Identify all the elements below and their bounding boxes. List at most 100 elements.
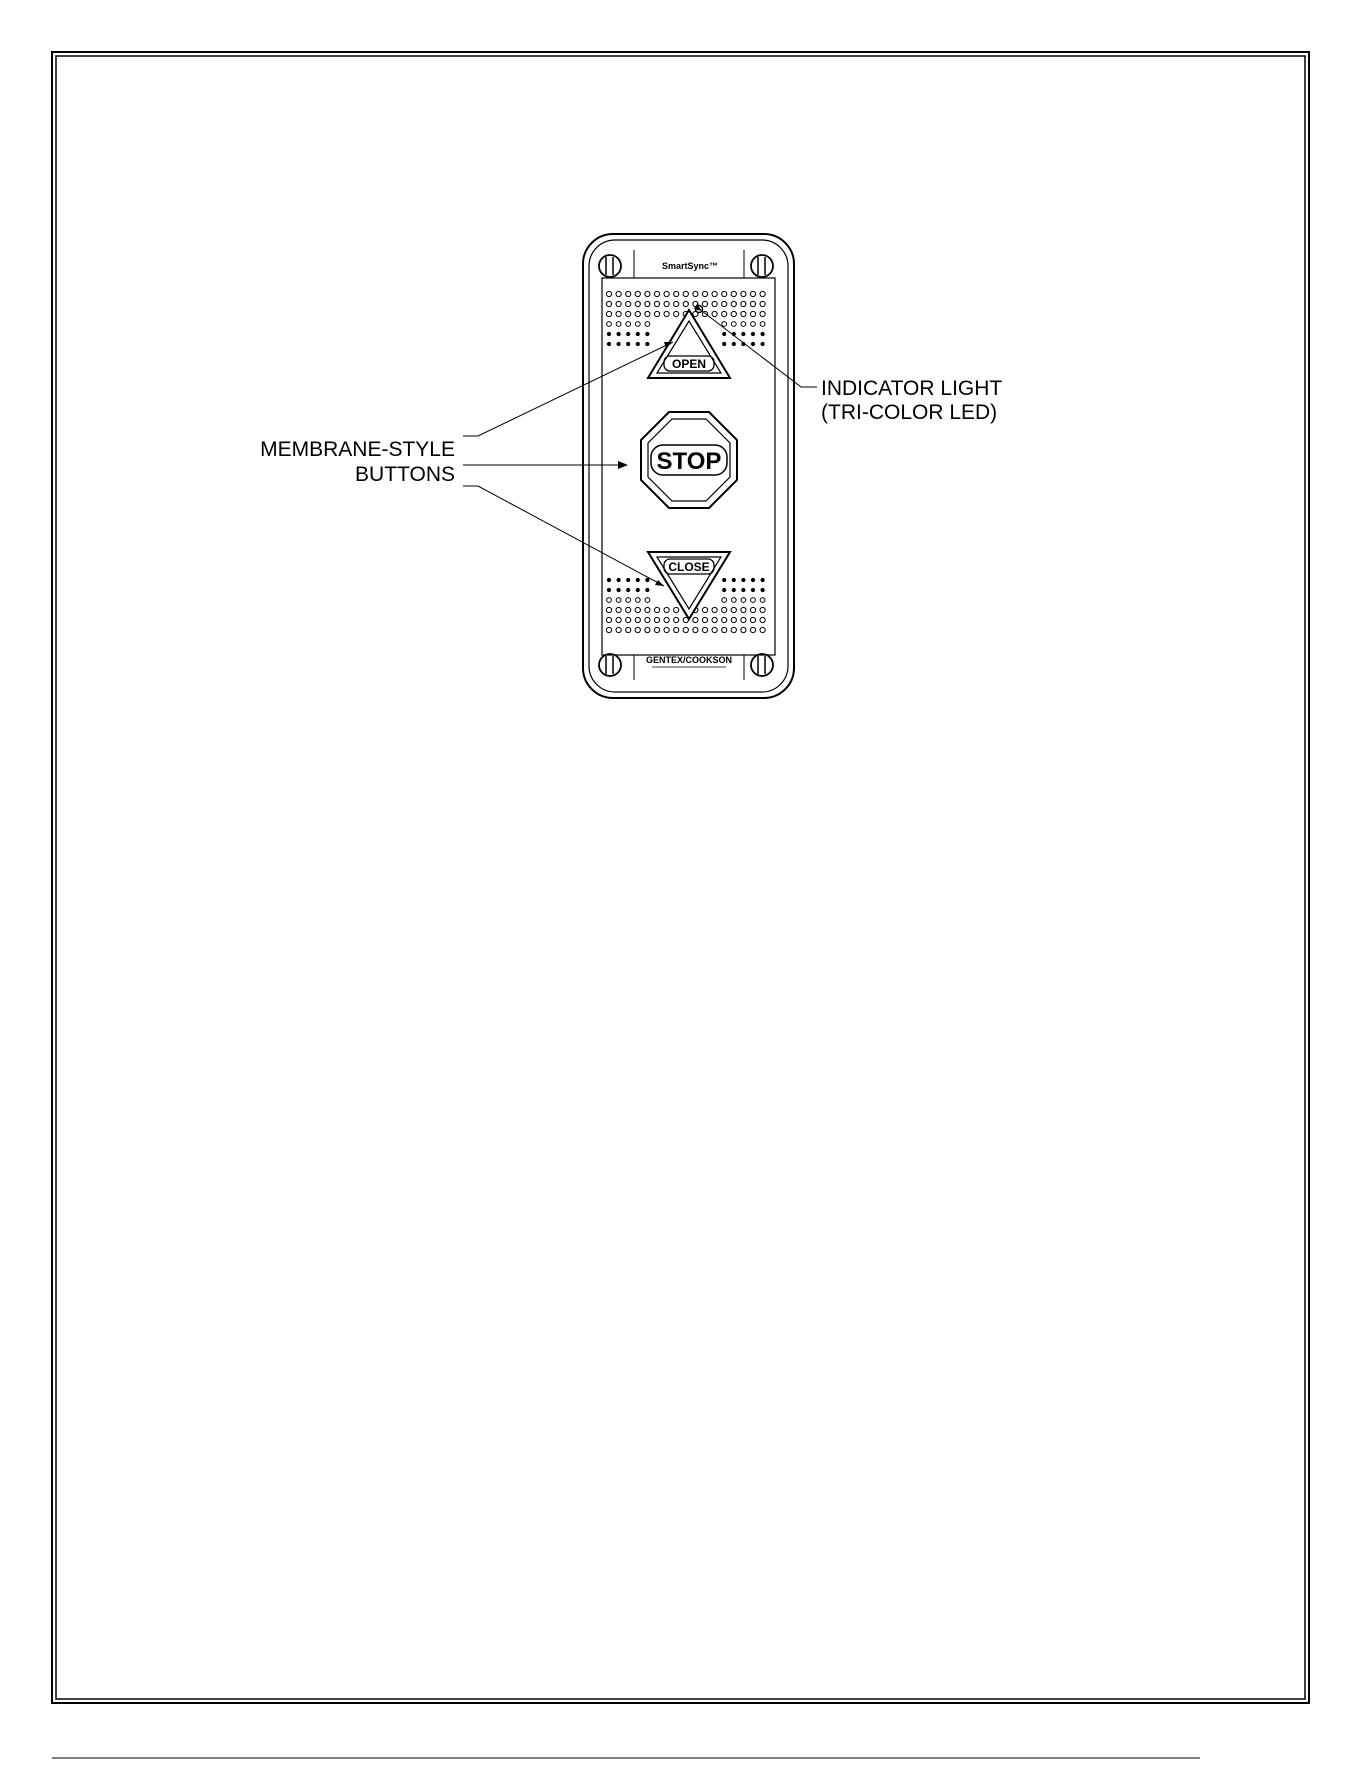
grid-dot [760,311,765,316]
grid-dot [741,627,746,632]
callout-membrane-line1: MEMBRANE-STYLE [260,438,455,461]
grid-dot [674,291,679,296]
grid-dot [732,342,735,345]
grid-dot [635,617,640,622]
sheet-border-inner [56,56,1305,1699]
grid-dot [732,588,735,591]
grid-dot [750,607,755,612]
grid-dot [664,607,669,612]
stop-button[interactable]: STOP [641,412,737,508]
grid-dot [731,322,736,327]
grid-dot [654,617,659,622]
grid-dot [607,588,610,591]
close-button-label: CLOSE [668,560,709,574]
grid-dot [646,578,649,581]
grid-dot [635,607,640,612]
grid-dot [617,588,620,591]
grid-dot [751,578,754,581]
grid-dot [664,627,669,632]
grid-dot [722,291,727,296]
grid-dot [627,578,630,581]
grid-dot [760,301,765,306]
grid-dot [693,627,698,632]
grid-dot [645,291,650,296]
grid-dot [646,332,649,335]
screw-top-right [751,255,773,277]
leader-open [463,342,673,436]
grid-dot [664,617,669,622]
control-station: SmartSync™ GENTEX/COOKSON [583,234,794,698]
grid-dot [654,291,659,296]
grid-dot [750,627,755,632]
grid-dot [607,322,612,327]
grid-dot [760,627,765,632]
grid-dot [616,607,621,612]
grid-dot [635,291,640,296]
grid-dot [722,617,727,622]
grid-dot [645,627,650,632]
grid-dot [741,607,746,612]
callout-indicator-line1: INDICATOR LIGHT [821,377,1002,400]
grid-dot [674,311,679,316]
grid-dot [742,578,745,581]
grid-dot [607,332,610,335]
grid-dot [645,322,650,327]
grid-dot [654,301,659,306]
grid-dot [627,588,630,591]
grid-dot [606,617,611,622]
grid-dot [712,291,717,296]
grid-dot [761,578,764,581]
grid-dot [635,311,640,316]
grid-dot [664,291,669,296]
grid-dot [702,301,707,306]
grid-dot [723,578,726,581]
grid-dot [606,627,611,632]
grid-dot [751,598,756,603]
grid-dot [722,301,727,306]
grid-dot [712,607,717,612]
grid-dot [635,627,640,632]
grid-dot [674,607,679,612]
grid-dot [761,342,764,345]
grid-dot [731,301,736,306]
grid-dot [742,332,745,335]
grid-dot [617,342,620,345]
grid-dot [741,291,746,296]
grid-dot [636,588,639,591]
grid-dot [723,588,726,591]
brand-top: SmartSync™ [662,261,718,271]
grid-dot [750,617,755,622]
grid-dot [731,291,736,296]
grid-dot [626,301,631,306]
grid-dot [750,291,755,296]
grid-dot [636,332,639,335]
grid-dot [741,301,746,306]
grid-dot [761,588,764,591]
open-button[interactable]: OPEN [648,310,730,378]
grid-dot [674,301,679,306]
callout-indicator-line2: (TRI-COLOR LED) [821,401,997,424]
grid-dot [617,332,620,335]
grid-dot [712,627,717,632]
open-button-label: OPEN [672,357,706,371]
grid-dot [664,301,669,306]
grid-dot [731,598,736,603]
grid-dot [761,332,764,335]
grid-dot [722,311,727,316]
grid-dot [741,617,746,622]
leader-close [463,486,664,586]
grid-dot [760,598,765,603]
screw-top-left [599,255,621,277]
grid-dot [645,598,650,603]
grid-dot [712,311,717,316]
grid-dot [654,607,659,612]
grid-dot [607,598,612,603]
grid-dot [616,291,621,296]
grid-dot [702,291,707,296]
grid-dot [635,598,640,603]
grid-dot [646,588,649,591]
grid-dot [751,322,756,327]
grid-dot [674,627,679,632]
